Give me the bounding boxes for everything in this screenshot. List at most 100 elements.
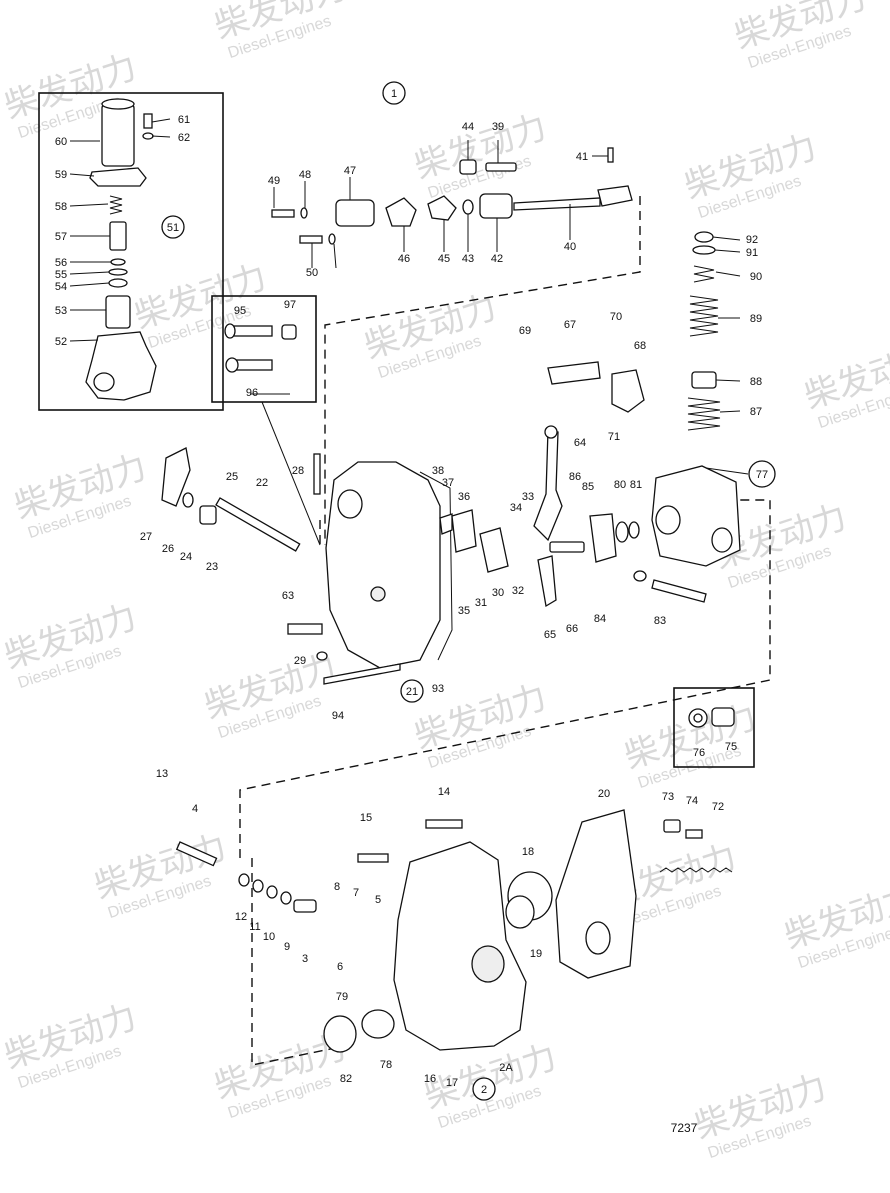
part-80-ring	[615, 521, 629, 543]
part-label: 38	[432, 465, 444, 477]
part-90-spring	[693, 265, 715, 283]
inset-75-76-parts	[688, 707, 735, 728]
part-54-ring	[108, 278, 128, 288]
part-label: 34	[510, 502, 522, 514]
part-20-hole	[585, 921, 611, 955]
part-9-washer	[280, 891, 292, 905]
part-67-bracket	[547, 361, 601, 385]
part-96-head	[225, 357, 239, 373]
part-15-screw	[357, 853, 389, 863]
part-label: 90	[750, 271, 762, 283]
part-label: 45	[438, 253, 450, 265]
part-label: 74	[686, 795, 698, 807]
lever-linkage-parts	[533, 361, 707, 608]
part-50-screw	[299, 235, 323, 244]
part-56-ring	[110, 258, 126, 266]
watermark-mark: 柴发动力 Diesel-Engines	[0, 998, 141, 1092]
part-88-seat	[691, 371, 717, 389]
part-label: 19	[530, 948, 542, 960]
part-label: 40	[564, 241, 576, 253]
part-label: 46	[398, 253, 410, 265]
part-label: 27	[140, 531, 152, 543]
group-circle-21	[400, 679, 424, 703]
part-21-port	[337, 489, 363, 519]
part-84-bracket	[589, 513, 617, 563]
part-label: 8	[334, 881, 340, 893]
watermark-mark: 柴发动力 Diesel-Engines	[680, 128, 821, 222]
part-label: 12	[235, 911, 247, 923]
part-label: 47	[344, 165, 356, 177]
part-19-ring	[505, 895, 535, 929]
part-60-body	[101, 103, 135, 167]
part-74-pin	[685, 829, 703, 839]
group-circle-77	[748, 460, 776, 488]
part-label: 53	[55, 305, 67, 317]
part-48-washer	[300, 207, 308, 219]
part-21-hole	[370, 586, 386, 602]
part-label: 11	[249, 921, 260, 933]
part-57-sleeve	[109, 221, 127, 251]
part-label: 83	[654, 615, 666, 627]
watermark-mark: 柴发动力 Diesel-Engines	[210, 0, 351, 62]
part-36-block	[451, 509, 477, 553]
part-label: 56	[55, 257, 67, 269]
watermark-mark: 柴发动力 Diesel-Engines	[690, 1068, 831, 1162]
part-91-washer	[692, 245, 716, 255]
part-label: 84	[594, 613, 606, 625]
part-label: 3	[302, 953, 308, 965]
part-23-bushing	[199, 505, 217, 525]
part-label: 32	[512, 585, 524, 597]
part-label: 15	[360, 812, 372, 824]
part-label: 18	[522, 846, 534, 858]
part-64-pivot	[544, 425, 558, 439]
watermark-mark: 柴发动力 Diesel-Engines	[780, 878, 890, 972]
part-66-shaft	[549, 541, 585, 553]
part-52-bore	[93, 372, 115, 392]
part-label: 75	[725, 741, 737, 753]
part-24-washer	[182, 492, 194, 508]
group-label-2: 2	[481, 1084, 487, 1096]
part-75-plug	[711, 707, 735, 727]
part-label: 9	[284, 941, 290, 953]
part-2A-opening	[471, 945, 505, 983]
part-label: 71	[608, 431, 620, 443]
part-label: 35	[458, 605, 470, 617]
part-72-spring	[659, 867, 733, 873]
part-label: 14	[438, 786, 450, 798]
part-77-bore	[655, 505, 681, 535]
part-label: 57	[55, 231, 67, 243]
part-label: 28	[292, 465, 304, 477]
part-label: 73	[662, 791, 674, 803]
governor-housing-parts	[161, 447, 509, 685]
leader-lines	[69, 118, 749, 546]
part-label: 36	[458, 491, 470, 503]
part-label: 62	[178, 132, 190, 144]
part-label: 61	[178, 114, 190, 126]
watermark-mark: 柴发动力 Diesel-Engines	[730, 0, 871, 72]
part-label: 94	[332, 710, 344, 722]
part-label: 65	[544, 629, 556, 641]
part-label: 44	[462, 121, 474, 133]
part-label: 85	[582, 481, 594, 493]
part-47-sleeve	[335, 199, 375, 227]
part-label: 68	[634, 340, 646, 352]
part-label: 22	[256, 477, 268, 489]
part-77-boss	[711, 527, 733, 553]
part-label: 24	[180, 551, 192, 563]
part-label: 64	[574, 437, 586, 449]
part-93-gasket	[419, 471, 453, 661]
watermark-mark: 柴发动力 Diesel-Engines	[200, 648, 341, 742]
part-label: 82	[340, 1073, 352, 1085]
part-83-bolt	[651, 579, 707, 603]
part-14-screw	[425, 819, 463, 829]
part-3-shaft	[293, 899, 317, 913]
part-65-lever	[537, 555, 557, 608]
part-29-nut	[316, 651, 328, 661]
part-label: 93	[432, 683, 444, 695]
part-76-hole	[693, 713, 703, 723]
watermark-mark: 柴发动力 Diesel-Engines	[0, 598, 141, 692]
part-53-tappet	[105, 295, 131, 329]
inset-frame-51	[38, 92, 224, 411]
part-label: 39	[492, 121, 504, 133]
group-callouts: 1 2 21 51 77	[161, 81, 776, 1101]
